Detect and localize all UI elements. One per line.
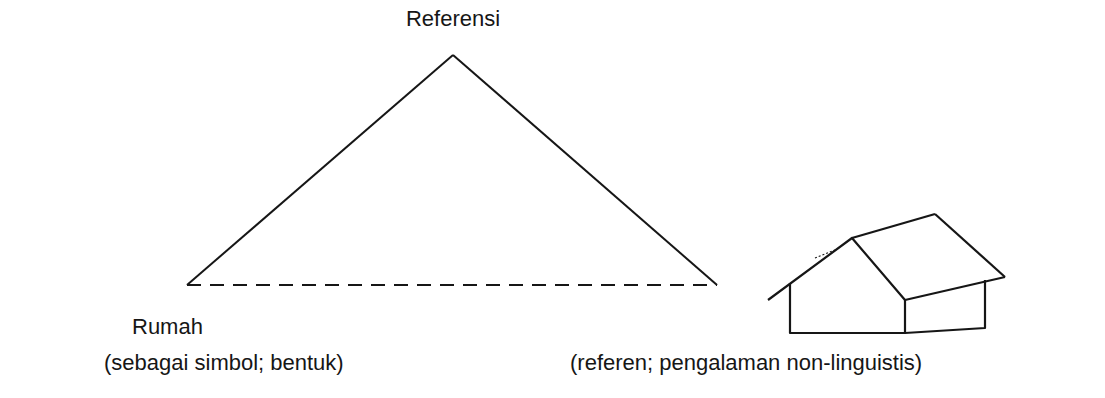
- roof-texture: [815, 250, 835, 258]
- symbol-note: (sebagai simbol; bentuk): [104, 350, 344, 376]
- referent-note: (referen; pengalaman non-linguistis): [570, 350, 922, 376]
- triangle-side: [453, 55, 717, 285]
- symbol-label: Rumah: [132, 314, 203, 340]
- front-wall: [790, 283, 905, 333]
- house-illustration: [768, 214, 1005, 333]
- roof-back: [935, 214, 1005, 277]
- roof-ridge: [852, 214, 935, 238]
- roof-eave: [905, 277, 1005, 300]
- dashed-base: [187, 284, 717, 286]
- triangle-side: [187, 55, 453, 285]
- side-wall: [905, 280, 985, 333]
- roof-gable: [768, 238, 905, 300]
- reference-label: Referensi: [406, 6, 500, 32]
